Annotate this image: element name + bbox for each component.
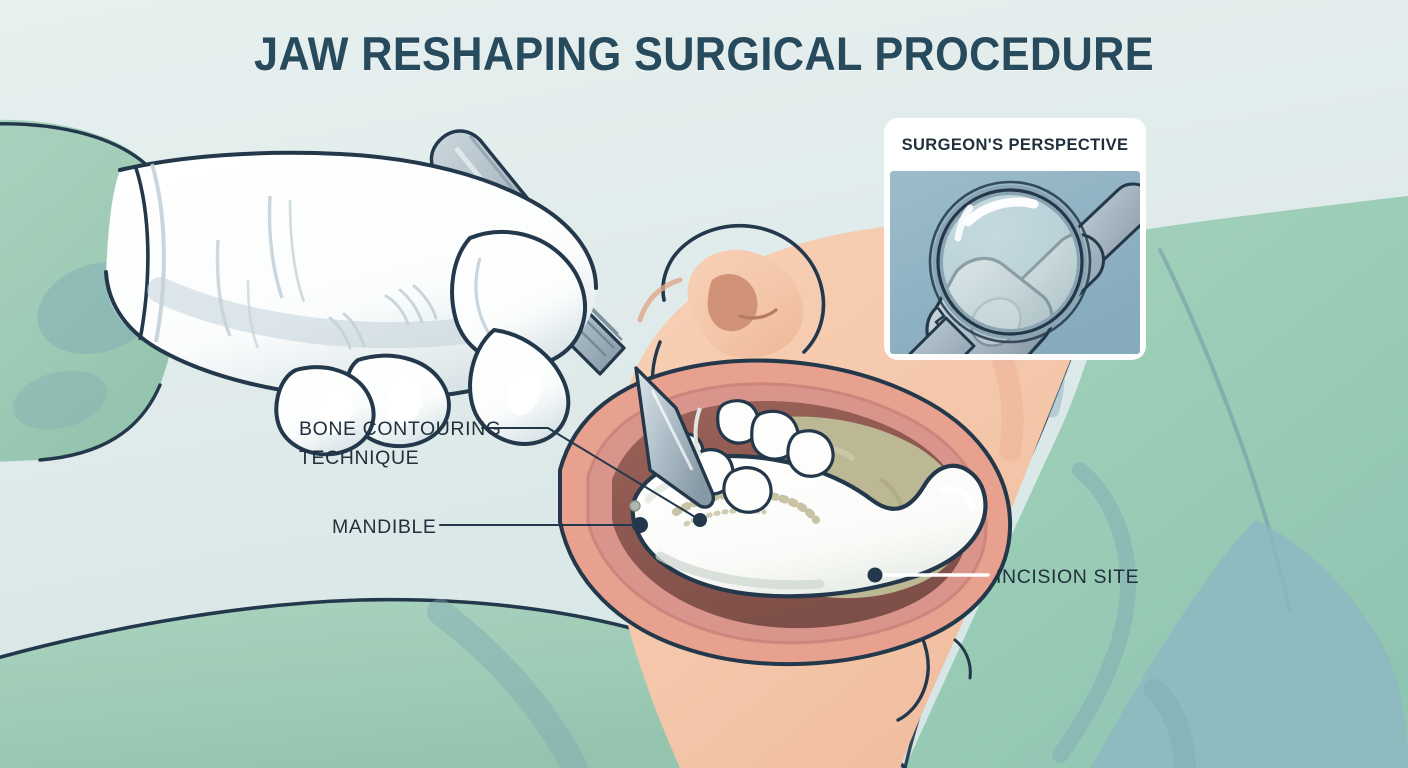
magnifier-handle xyxy=(892,316,976,355)
surgeons-perspective-inset xyxy=(884,118,1146,360)
leader-dot-incision-site xyxy=(867,567,883,583)
annotation-bone-contouring-line1: BONE CONTOURING xyxy=(299,418,502,440)
annotation-bone-contouring-line2: TECHNIQUE xyxy=(299,447,420,470)
annotation-leader-lines xyxy=(439,427,990,583)
magnifier xyxy=(892,180,1092,355)
annotation-mandible: MANDIBLE xyxy=(332,516,437,538)
leader-dot-mandible xyxy=(632,517,648,533)
inset-viewport-border xyxy=(888,169,1142,356)
leader-line-bone-contouring xyxy=(481,427,701,521)
annotation-incision-site: INCISION SITE xyxy=(996,566,1140,588)
annotation-bone-contouring: BONE CONTOURING TECHNIQUE xyxy=(299,415,502,474)
inset-content xyxy=(892,180,1141,355)
leader-dot-bone-contouring xyxy=(693,513,707,527)
magnifier-glass xyxy=(938,190,1082,334)
surgeon-gloved-hand xyxy=(104,150,598,457)
inset-panel-title: SURGEON'S PERSPECTIVE xyxy=(901,136,1129,154)
